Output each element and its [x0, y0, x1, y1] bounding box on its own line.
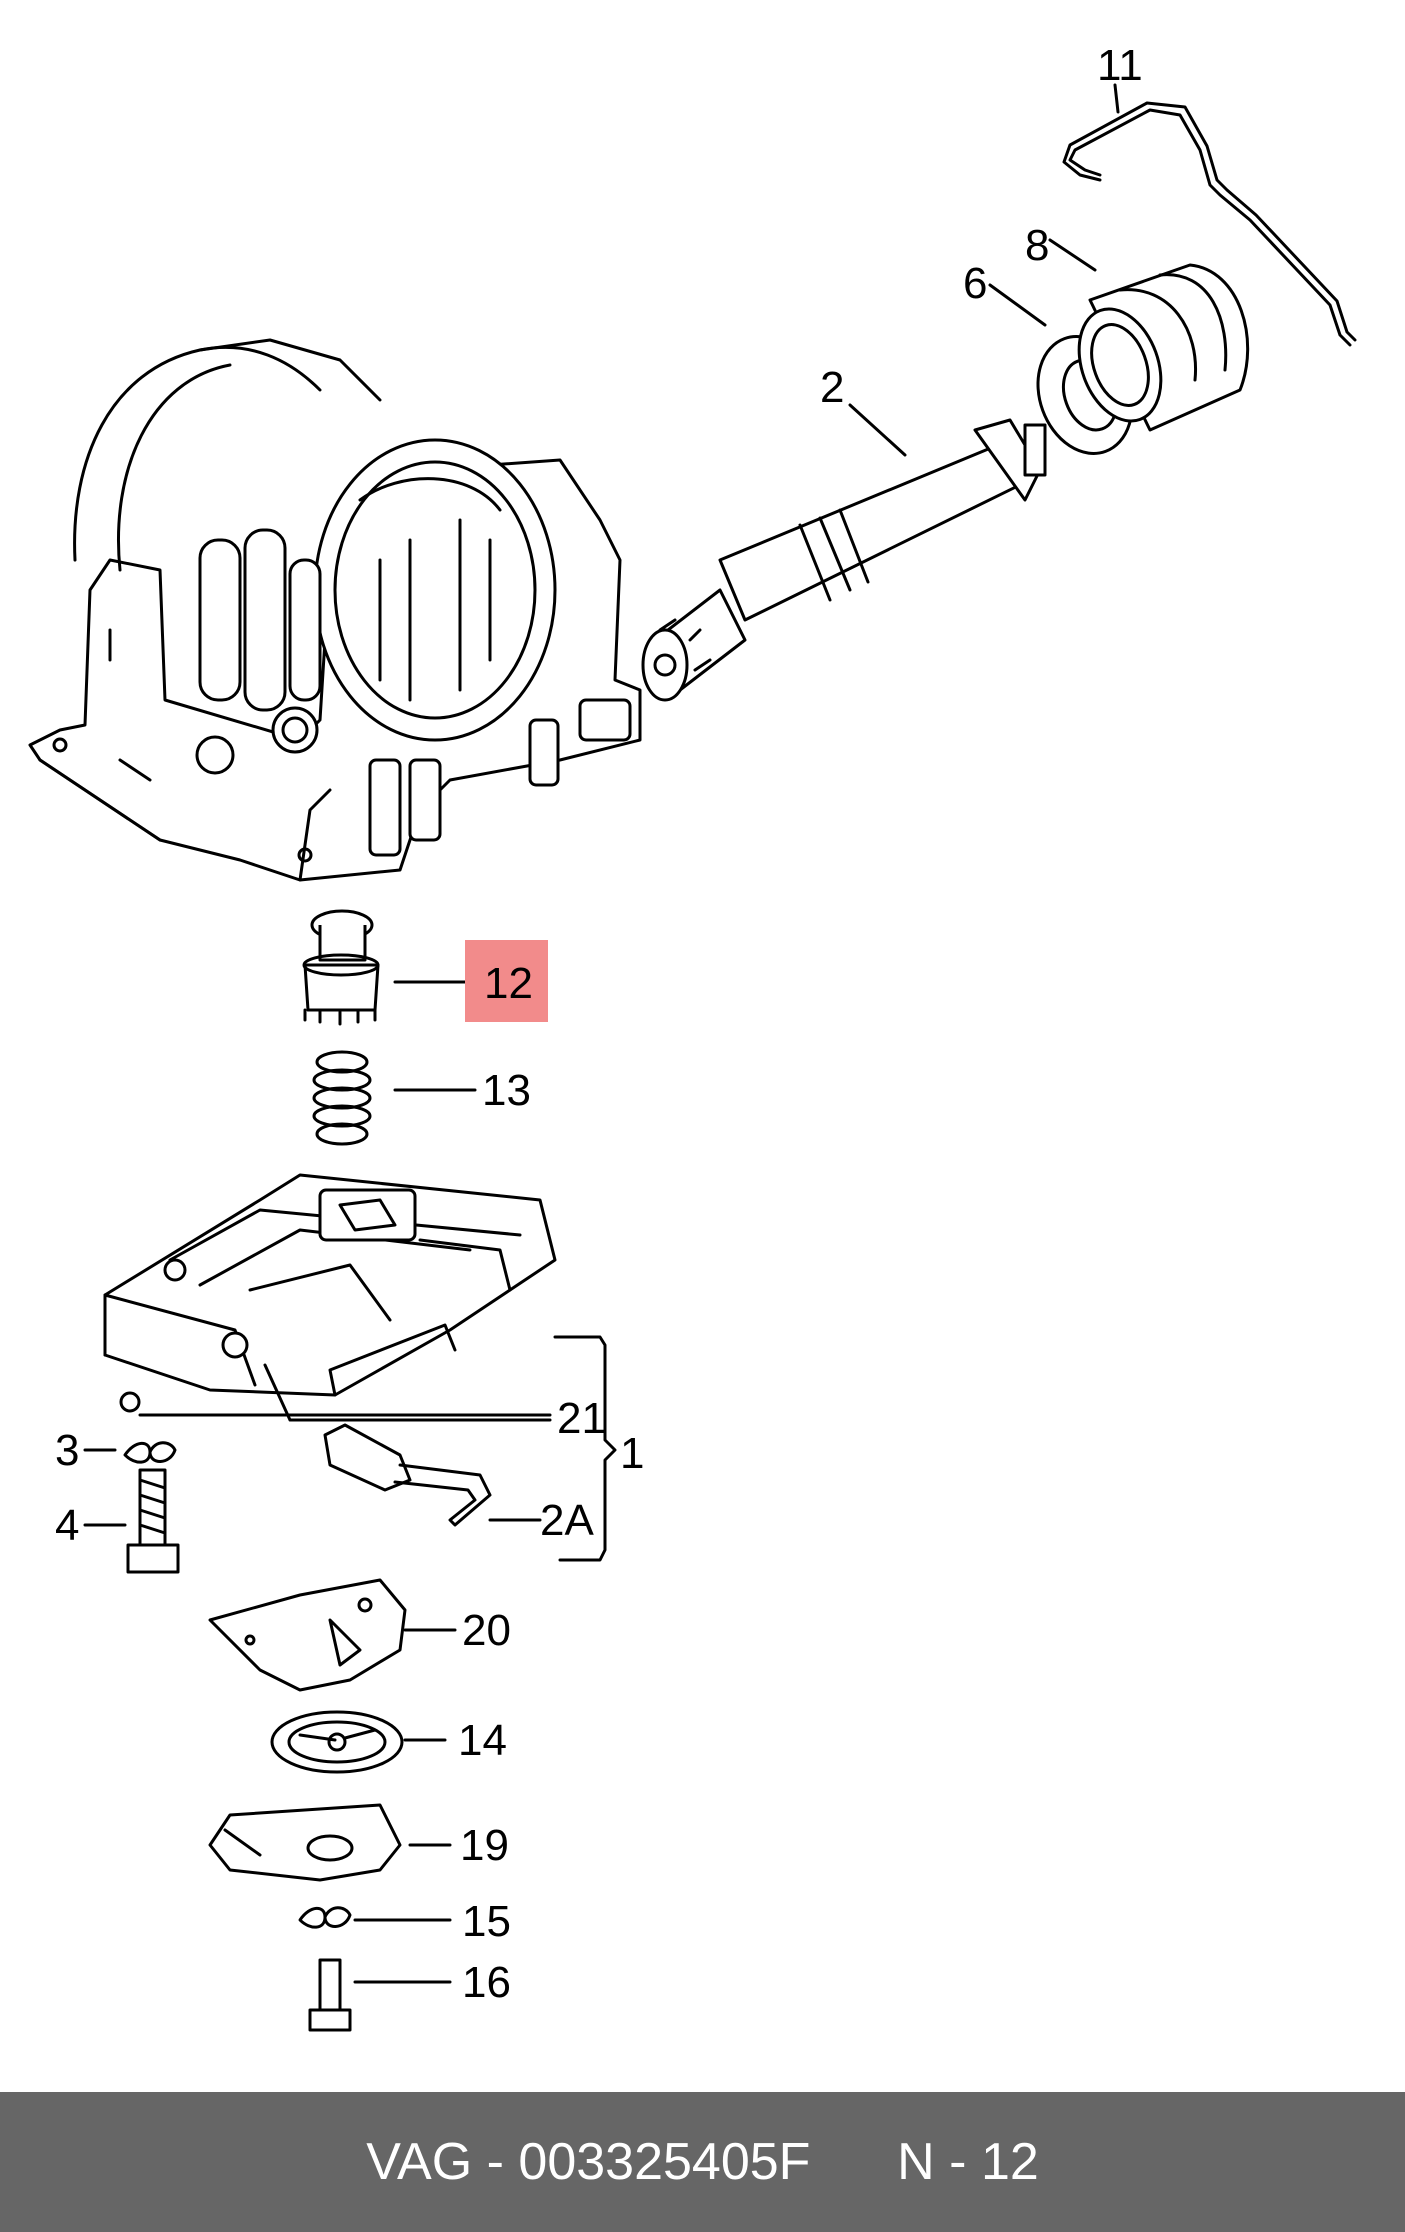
position-number: 12	[980, 2133, 1039, 2191]
callout-19: 19	[460, 1821, 509, 1870]
callout-1: 1	[620, 1429, 644, 1478]
callout-13: 13	[482, 1066, 531, 1115]
callout-21: 21	[557, 1394, 606, 1443]
callout-2a: 2A	[540, 1496, 594, 1545]
position-separator: -	[949, 2133, 967, 2191]
part-info-bar: VAG - 003325405F N - 12	[0, 2092, 1405, 2232]
callout-20: 20	[462, 1606, 511, 1655]
callout-2: 2	[820, 363, 844, 412]
washer-15	[298, 1906, 352, 1929]
callout-3: 3	[55, 1426, 79, 1475]
callout-16: 16	[462, 1958, 511, 2007]
release-bearing	[1077, 263, 1250, 432]
highlight-box	[465, 940, 548, 1022]
strainer-14	[270, 1710, 404, 1774]
washer-3	[123, 1441, 177, 1464]
gasket-20	[208, 1578, 407, 1692]
callout-14: 14	[458, 1716, 507, 1765]
callout-15: 15	[462, 1897, 511, 1946]
position-label: N	[897, 2133, 935, 2191]
part-12-piston	[302, 909, 380, 1026]
bolt-4	[126, 1468, 180, 1574]
callout-12: 12	[484, 959, 533, 1008]
parts-diagram: 11 8 6 2 12 13 21 1 2A 3 4 20 14 19 15 1…	[28, 41, 1357, 2032]
callout-6: 6	[963, 259, 987, 308]
callout-8: 8	[1025, 221, 1049, 270]
callout-4: 4	[55, 1501, 79, 1550]
pipe	[1068, 108, 1352, 347]
solenoid-valve	[323, 1423, 492, 1527]
gearbox-housing	[28, 338, 642, 882]
bolt-16	[308, 1958, 352, 2032]
cover-19	[208, 1803, 402, 1882]
callout-11: 11	[1097, 41, 1143, 90]
input-shaft	[641, 418, 1047, 702]
valve-body	[103, 1173, 557, 1397]
brand-separator: -	[486, 2133, 504, 2191]
spring-13	[312, 1050, 372, 1146]
o-ring	[119, 1391, 141, 1413]
part-brand: VAG	[366, 2133, 473, 2191]
part-number: 003325405F	[518, 2133, 811, 2191]
leader-lines	[83, 83, 1120, 1984]
